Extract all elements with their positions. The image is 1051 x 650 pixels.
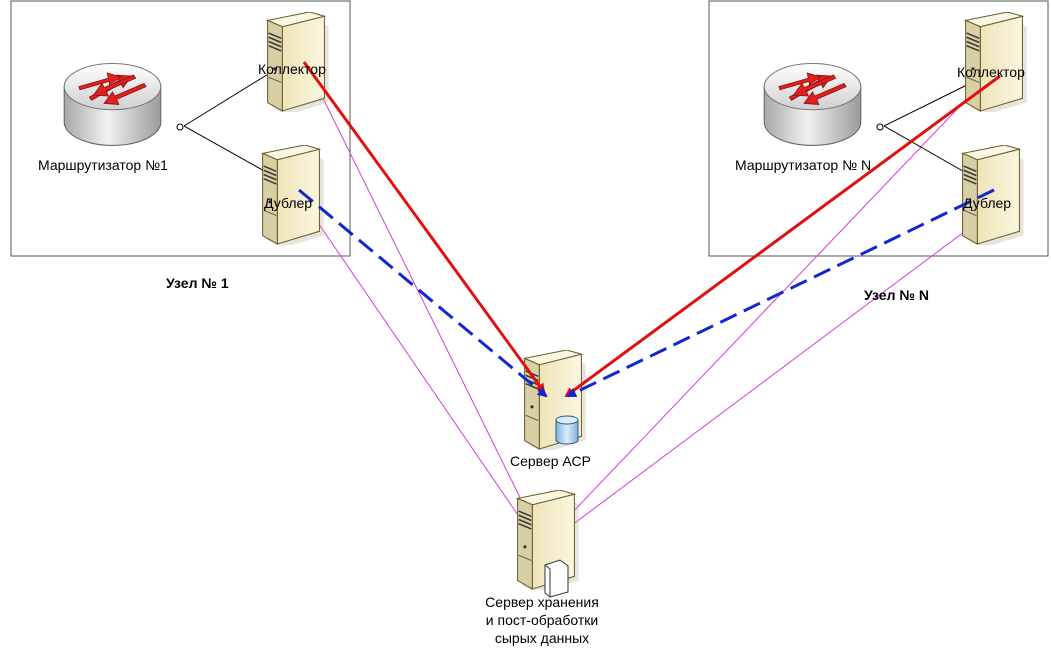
storage-server-label-line-1: Сервер хранения bbox=[485, 594, 599, 610]
raw-link-collector-1 bbox=[315, 83, 541, 540]
collector-link-1 bbox=[302, 61, 546, 394]
raw-link-duplicate-1 bbox=[311, 213, 537, 542]
duplicate-link-1 bbox=[298, 188, 548, 398]
duplicate-link-n bbox=[566, 188, 995, 398]
duplicate-label-1: Дублер bbox=[264, 195, 312, 211]
node-label-n: Узел № N bbox=[864, 287, 929, 303]
router-label-1: Маршрутизатор №1 bbox=[38, 157, 168, 173]
database-icon bbox=[555, 415, 579, 445]
storage-server-label-line-2: и пост-обработки bbox=[486, 612, 598, 628]
raw-link-duplicate-n bbox=[550, 219, 981, 542]
duplicate-links bbox=[298, 188, 995, 398]
raw-link-collector-n bbox=[546, 103, 963, 540]
router-icon bbox=[763, 62, 862, 146]
collector-link-n bbox=[564, 74, 1001, 398]
duplicate-label-n: Дублер bbox=[963, 195, 1011, 211]
node-label-1: Узел № 1 bbox=[166, 275, 229, 291]
document-icon bbox=[544, 559, 569, 598]
acp-server-label: Сервер АСР bbox=[510, 453, 591, 469]
router-icon bbox=[63, 62, 162, 146]
raw-data-links bbox=[311, 83, 981, 542]
collector-label-n: Коллектор bbox=[957, 64, 1025, 80]
router-label-n: Маршрутизатор № N bbox=[735, 157, 871, 173]
collector-label-1: Коллектор bbox=[258, 61, 326, 77]
collector-links bbox=[302, 61, 1001, 398]
storage-server-label-line-3: сырых данных bbox=[495, 630, 589, 646]
